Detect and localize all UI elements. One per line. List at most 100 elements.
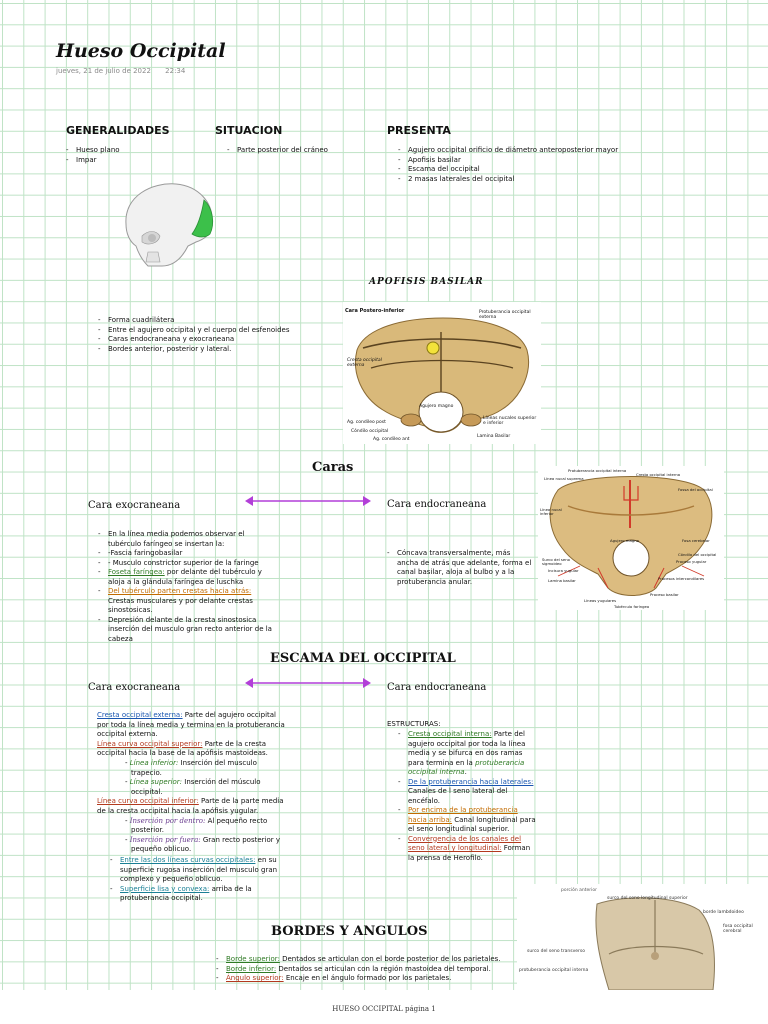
- foseta-link[interactable]: Foseta faríngea:: [108, 568, 165, 576]
- list-item: Cresta occipital interna: Parte del aguj…: [398, 730, 536, 778]
- label-ag-condileo-ant: Ag. condileo ant: [373, 437, 410, 442]
- escama-heading: ESCAMA DEL OCCIPITAL: [270, 651, 456, 666]
- label-fosa-occipital: fosa occipital cerebral: [723, 924, 753, 935]
- label-incisura: Incisura yugular: [548, 568, 579, 573]
- linea-inferior-link[interactable]: Línea curva occipital inferior:: [97, 797, 199, 806]
- label-cresta: Cresta occipital externa: [347, 358, 382, 368]
- escama-endo-list: Cresta occipital interna: Parte del aguj…: [398, 730, 536, 863]
- presenta-list: Agujero occipital orificio de diámetro a…: [398, 146, 658, 184]
- tuberculo-link[interactable]: Del tubérculo parten crestas hacia atrás…: [108, 587, 252, 595]
- label-linea-inferior: Línea nucal inferior: [540, 507, 562, 517]
- borde-superior-link[interactable]: Borde superior:: [226, 955, 280, 963]
- label-protuberancia-interna: Protuberancia occipital interna: [568, 468, 627, 473]
- list-item: Superficie lisa y convexa: arriba de la …: [110, 885, 290, 904]
- caras-exo-list: En la línea media podemos observar el tu…: [98, 530, 278, 644]
- list-item: Ángulo superior: Encaje en el ángulo for…: [216, 974, 516, 984]
- page-footer-band: [0, 990, 768, 1024]
- exo-block-sub: - Línea superior: Inserción del músculo …: [125, 778, 261, 796]
- label-fossa: Fossa del occipital: [678, 487, 713, 492]
- list-item: En la línea media podemos observar el tu…: [98, 530, 278, 549]
- list-item: Escama del occipital: [398, 165, 658, 175]
- list-item: Borde inferior: Dentados se articulan co…: [216, 965, 516, 975]
- label-porcion-anterior: porción anterior: [561, 888, 597, 893]
- label-lamina: Lamina Basilar: [477, 434, 511, 439]
- label-agujero-magno: Agujero magno: [610, 538, 639, 543]
- label-cara: Cara Postero-inferior: [345, 308, 405, 314]
- estructuras-label: ESTRUCTURAS:: [387, 720, 441, 728]
- apofisis-heading: APOFISIS BASILAR: [369, 277, 484, 287]
- cresta-interna-link[interactable]: Cresta occipital interna:: [408, 730, 492, 738]
- list-item: Foseta faríngea: por delante del tubércu…: [98, 568, 278, 587]
- label-surco-transverso: surco del seno transverso: [527, 949, 586, 954]
- generalidades-heading: GENERALIDADES: [66, 124, 170, 137]
- bordes-list: Borde superior: Dentados se articulan co…: [216, 955, 516, 984]
- label-cresta-interna: Cresta occipital interna: [636, 472, 681, 477]
- list-item: Entre el agujero occipital y el cuerpo d…: [98, 326, 328, 336]
- apofisis-list: Forma cuadrilátera Entre el agujero occi…: [98, 316, 328, 354]
- generalidades-list: Hueso plano Impar: [66, 146, 186, 165]
- list-item: Convergencia de los canales del seno lat…: [398, 835, 536, 864]
- time-text: 22:34: [165, 67, 186, 75]
- skull-figure: [125, 183, 214, 267]
- label-tuberculo: Tubérculo faríngeo: [614, 604, 650, 609]
- occipital-posterior-svg: [355, 317, 529, 433]
- borde-inferior-link[interactable]: Borde inferior:: [226, 964, 277, 973]
- convergencia-link[interactable]: Convergencia de los canales del seno lat…: [408, 834, 522, 853]
- caras-endo-heading: Cara endocraneana: [387, 499, 487, 510]
- insercion-dentro-sub[interactable]: Inserción por dentro:: [129, 816, 206, 825]
- cresta-externa-link[interactable]: Cresta occipital externa:: [97, 711, 183, 719]
- exo-block-sub: - Línea inferior: Inserción del musculo …: [125, 758, 257, 777]
- insercion-fuera-sub[interactable]: Inserción por fuera:: [129, 835, 201, 844]
- linea-inferior-sub[interactable]: Línea inferior:: [129, 758, 179, 767]
- label-borde-lambdoideo: borde lambdoideo: [703, 910, 744, 915]
- exo-block-sub: - Inserción por dentro: Al pequeño recto…: [125, 816, 268, 835]
- protuberancia-laterales-link[interactable]: De la protuberancia hacia laterales:: [408, 777, 534, 786]
- caras-heading: Caras: [312, 460, 354, 475]
- label-condilo: Cóndilo occipital: [351, 429, 389, 434]
- occipital-interior-svg: [595, 897, 715, 990]
- list-item: Impar: [66, 156, 186, 166]
- caras-endo-list: Cóncava transversalmente, más ancha de a…: [387, 549, 532, 587]
- page-footer: HUESO OCCIPITAL página 1: [332, 1005, 436, 1013]
- list-item: Hueso plano: [66, 146, 186, 156]
- exo-block: Línea curva occipital superior: Parte de…: [97, 739, 268, 758]
- label-lamina-endo: Lamina basilar: [548, 578, 576, 583]
- list-item: Borde superior: Dentados se articulan co…: [216, 955, 516, 965]
- label-ag-condileo-post: Ag. condileo post: [347, 420, 386, 425]
- label-condilo-endo: Cóndilo del occipital: [678, 552, 717, 557]
- situacion-list: Parte posterior del cráneo: [227, 146, 367, 156]
- label-agujero: Agujero magno: [419, 404, 454, 409]
- linea-superior-link[interactable]: Línea curva occipital superior:: [97, 739, 203, 748]
- label-surco: Surco del seno sigmoideo: [542, 557, 570, 567]
- label-fosa-cerebelar: Fosa cerebelar: [682, 538, 710, 543]
- escama-exo-text: Cresta occipital externa: Parte del aguj…: [97, 711, 287, 855]
- double-arrow-icon-escama: [245, 678, 371, 688]
- escama-exo-bullets: Entre las dos líneas curvas occipitales:…: [110, 856, 290, 904]
- label-protuberancia: Protuberancia occipital externa: [479, 310, 531, 320]
- list-item: Bordes anterior, posterior y lateral.: [98, 345, 328, 355]
- entre-lineas-link[interactable]: Entre las dos líneas curvas occipitales:: [120, 856, 256, 864]
- list-item: Caras endocraneana y exocraneana: [98, 335, 328, 345]
- double-arrow-icon: [245, 496, 371, 506]
- presenta-heading: PRESENTA: [387, 124, 451, 137]
- protuberancia-arriba-link[interactable]: Por encima de la protuberancia hacia arr…: [408, 806, 518, 824]
- list-item: Cóncava transversalmente, más ancha de a…: [387, 549, 532, 587]
- exo-block: Línea curva occipital inferior: Parte de…: [97, 797, 284, 815]
- list-item-sub: -Fascia faringobasilar: [98, 549, 278, 559]
- bordes-heading: BORDES Y ANGULOS: [271, 924, 428, 939]
- superficie-lisa-link[interactable]: Superficie lisa y convexa:: [120, 884, 210, 893]
- page-title: Hueso Occipital: [56, 40, 226, 62]
- exo-block: Cresta occipital externa: Parte del aguj…: [97, 711, 285, 739]
- angulo-superior-link[interactable]: Ángulo superior:: [226, 974, 284, 982]
- occipital-posterior-figure: Cara Postero-inferior Protuberancia occi…: [343, 302, 541, 444]
- situacion-heading: SITUACION: [215, 124, 283, 137]
- label-procesos: Procesos intercondilares: [658, 576, 705, 581]
- label-lineas: Líneas nucales superior e inferior: [483, 416, 537, 426]
- occipital-interior-figure: porción anterior surco del seno longitud…: [517, 884, 768, 990]
- occipital-endocranial-svg: [549, 476, 713, 596]
- escama-endo-heading: Cara endocraneana: [387, 682, 487, 693]
- list-item: Por encima de la protuberancia hacia arr…: [398, 806, 536, 835]
- list-item: Depresión delante de la cresta sinostosi…: [98, 616, 278, 645]
- linea-superior-sub[interactable]: Línea superior:: [129, 778, 183, 787]
- label-surco-long: surco del seno longitudinal superior: [607, 896, 688, 901]
